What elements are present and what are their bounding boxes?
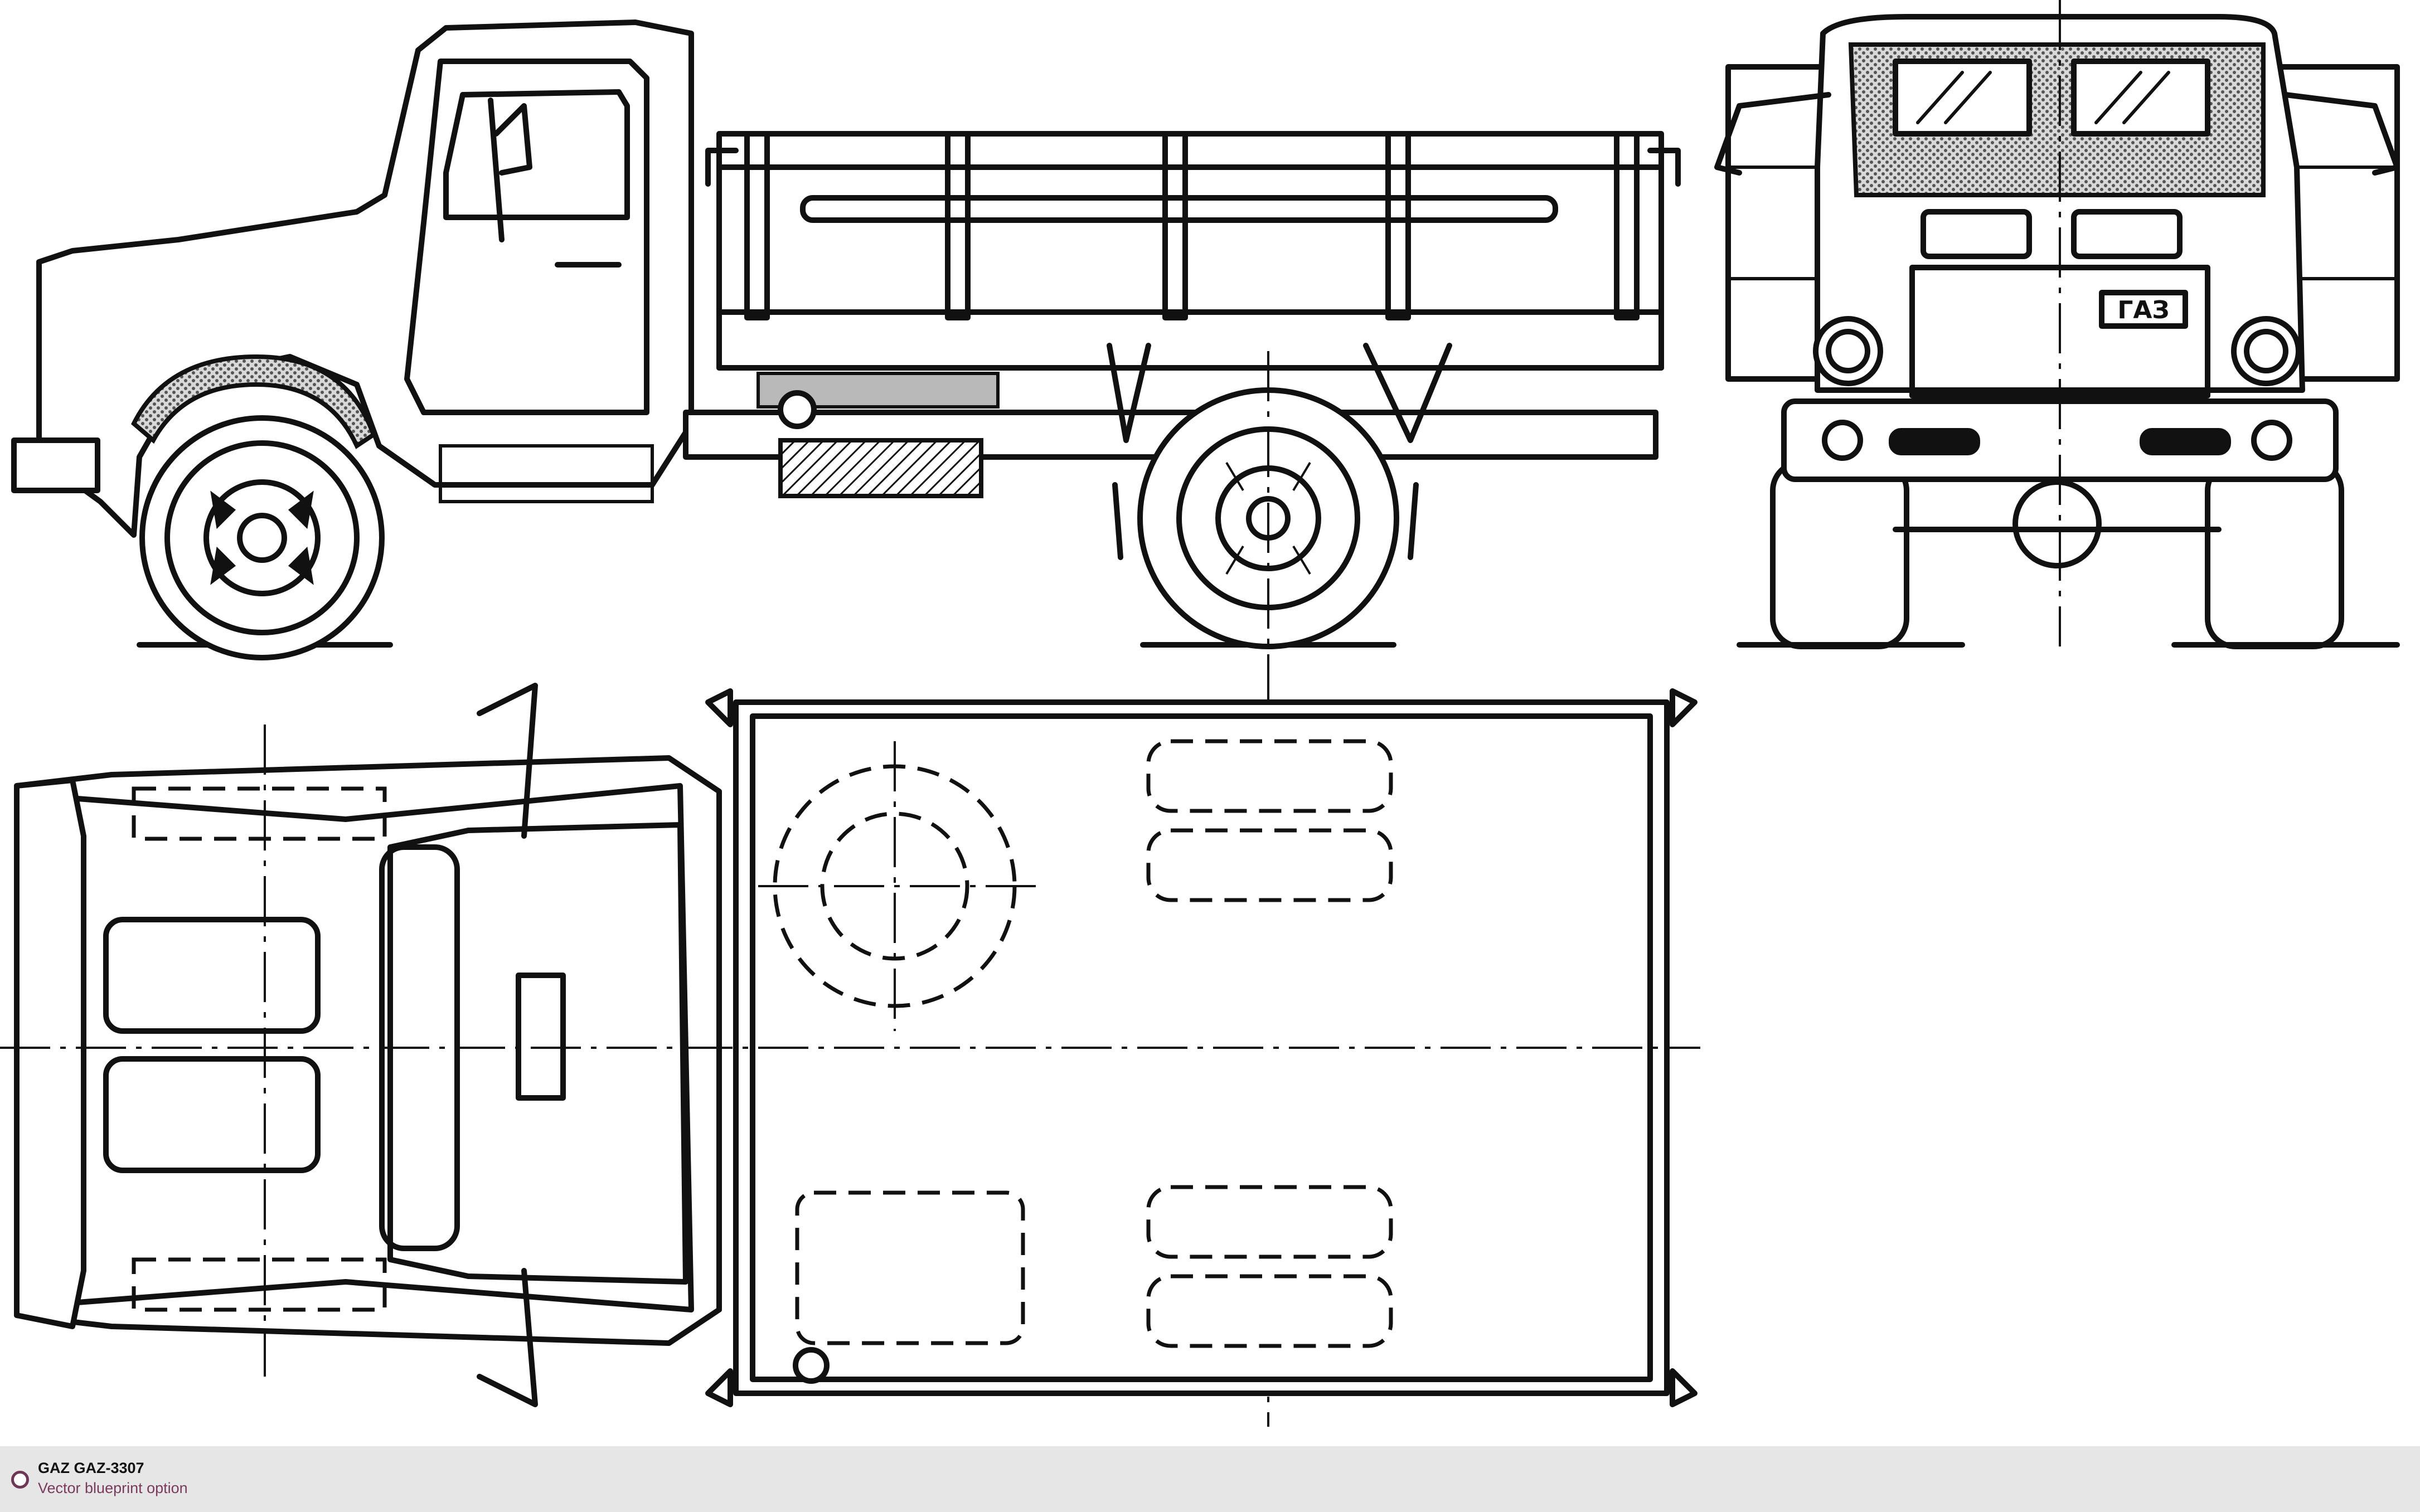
spare-hub <box>778 390 817 429</box>
front-mirror-left <box>1714 92 1831 176</box>
cab-body <box>36 20 694 538</box>
hood-panel-1 <box>103 917 321 1034</box>
headlight-left <box>1813 316 1883 386</box>
fender-outline-top <box>132 786 387 841</box>
rear-wheel-outline-4 <box>1146 1274 1393 1348</box>
indicator-left <box>1822 420 1863 461</box>
indicator-right <box>2251 420 2292 461</box>
battery-box <box>756 372 1000 409</box>
front-axle-diff <box>2012 479 2102 568</box>
footer-bar: GAZ GAZ-3307 Vector blueprint option <box>0 1446 2420 1512</box>
fender-outline-bottom <box>132 1257 387 1312</box>
rear-wheel-outline-2 <box>1146 828 1393 902</box>
grille-badge-text: ГАЗ <box>2117 296 2169 324</box>
front-left-tire <box>1770 460 1909 649</box>
headlight-right <box>2231 316 2301 386</box>
hood-panel-2 <box>103 1056 321 1173</box>
front-view: ГАЗ <box>1714 0 2400 649</box>
fuel-cap-top <box>793 1347 830 1384</box>
roof-vent <box>516 973 566 1101</box>
rear-wheel-outline-1 <box>1146 739 1393 813</box>
grille-badge-plate <box>2099 290 2188 329</box>
top-view <box>0 683 1700 1407</box>
rear-wheel-outline-3 <box>1146 1185 1393 1259</box>
front-wheel-arch <box>131 354 376 449</box>
rear-mudflap-rods <box>1112 482 1419 560</box>
fog-slot-left <box>1889 428 1980 455</box>
front-wheel-side <box>139 415 385 660</box>
side-mirror <box>488 98 532 242</box>
fog-slot-right <box>2140 428 2231 455</box>
blueprint-drawing: ГАЗ <box>0 0 2400 1427</box>
hood-vent-right <box>2071 209 2183 259</box>
fuel-tank-outline <box>795 1190 1025 1345</box>
footer-title: GAZ GAZ-3307 <box>38 1460 144 1476</box>
cab-top-outline <box>14 755 722 1346</box>
fuel-tank <box>778 438 983 498</box>
rear-struts <box>1107 343 1452 443</box>
mirror-arms-top <box>477 683 538 1407</box>
front-bumper <box>11 437 100 493</box>
cab-roof <box>387 822 688 1285</box>
cab-door <box>404 59 649 415</box>
side-view <box>11 20 1681 1427</box>
cargo-bed-side <box>705 131 1681 371</box>
front-right-tire <box>2205 460 2344 649</box>
front-mirror-right <box>2283 92 2400 176</box>
footer-subtitle[interactable]: Vector blueprint option <box>38 1480 188 1496</box>
cab-step <box>439 444 654 503</box>
windshield-left-pane <box>1893 59 2032 137</box>
circle-logo-icon <box>11 1471 29 1489</box>
front-bumper-top <box>14 777 86 1329</box>
cab-window <box>443 89 630 220</box>
hood-vent-left <box>1921 209 2032 259</box>
